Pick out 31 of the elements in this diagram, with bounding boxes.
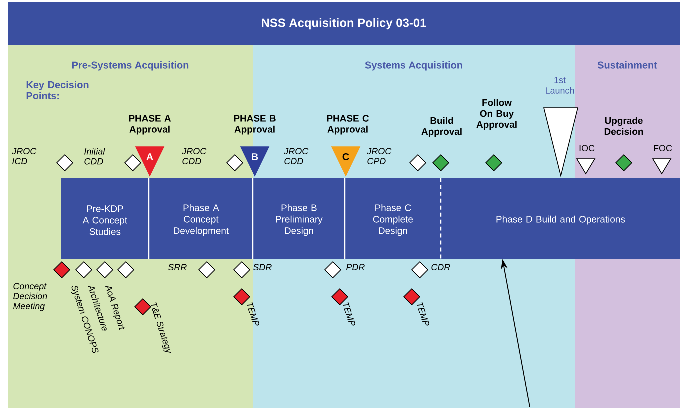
phase-letter: C [342,153,350,161]
milestone-label: FOC [654,145,672,152]
phase-box: Pre-KDP A Concept Studies [61,178,150,260]
milestone-label: Follow On Buy Approval [476,99,517,130]
milestone-label: TEMP [246,302,260,326]
milestone-label: Build Approval [422,117,462,137]
milestone-label: Upgrade Decision [604,117,644,136]
milestone-label: PHASE C Approval [327,115,370,135]
milestone-label: Concept Decision Meeting [13,283,48,312]
title-bar: NSS Acquisition Policy 03-01 [8,2,680,45]
milestone-label: IOC [580,145,595,152]
milestone-label: SRR [168,264,187,271]
milestone-label: JROC ICD [12,148,37,165]
milestone-label: PDR [346,264,365,270]
phase-box: Phase A Concept Development [149,178,254,260]
milestone-label: JROC CDD [182,148,207,165]
phase-letter: A [146,154,154,160]
milestone-label: TEMP [342,302,356,326]
milestone-label: TEMP [416,302,430,326]
milestone-label: JROC CPD [367,148,392,165]
phase-box: Phase C Complete Design [345,178,442,260]
milestone-label: CDR [432,264,450,271]
milestone-label: T&E Strategy [150,302,172,354]
milestone-label: SDR [253,264,272,271]
heading-text: Key Decision Points: [26,81,89,100]
phase-box: Phase B Preliminary Design [253,178,346,260]
milestone-label: PHASE A Approval [129,115,172,135]
milestone-label: PHASE B Approval [234,115,276,135]
milestone-label: Initial CDD [84,148,106,165]
milestone-label: JROC CDD [284,148,309,165]
phase-letter: B [252,154,258,160]
